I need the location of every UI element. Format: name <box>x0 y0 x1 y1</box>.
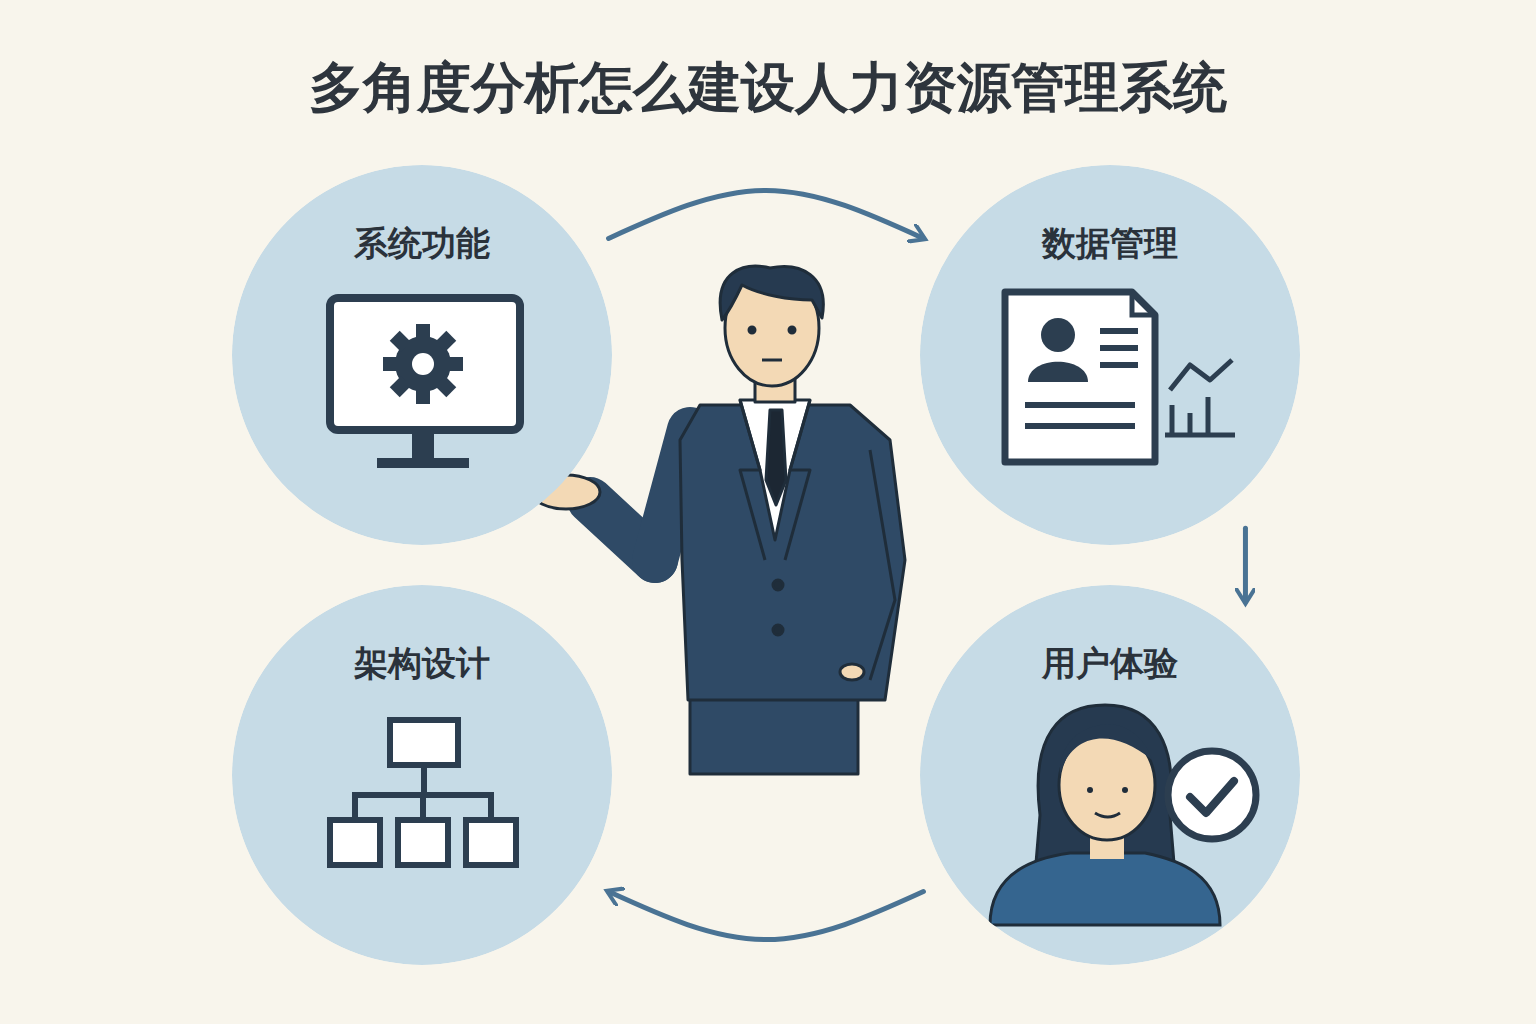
topic-circle: 架构设计 <box>232 585 612 965</box>
user-check-icon <box>920 585 1300 965</box>
flow-arrow <box>1243 528 1248 601</box>
topic-label: 架构设计 <box>232 641 612 687</box>
eye <box>749 327 755 333</box>
flow-arrow <box>609 190 924 238</box>
topic-circle: 数据管理 <box>920 165 1300 545</box>
topic-circle: 用户体验 <box>920 585 1300 965</box>
org-chart-icon <box>232 585 612 965</box>
topic-label: 用户体验 <box>920 641 1300 687</box>
button <box>773 580 783 590</box>
data-document-icon <box>920 165 1300 545</box>
topic-circle: 系统功能 <box>232 165 612 545</box>
eye <box>789 327 795 333</box>
flow-arrow <box>609 892 924 940</box>
tie <box>766 410 786 505</box>
lapels <box>740 400 810 560</box>
diagram-title: 多角度分析怎么建设人力资源管理系统 <box>0 52 1536 125</box>
mouth <box>762 359 782 362</box>
monitor-gear-icon <box>232 165 612 545</box>
topic-label: 系统功能 <box>232 221 612 267</box>
arm-line <box>870 450 895 680</box>
topic-label: 数据管理 <box>920 221 1300 267</box>
button <box>773 625 783 635</box>
pocket-hand <box>840 664 864 680</box>
circle-fill <box>920 585 1300 965</box>
hair <box>720 266 823 320</box>
circle-fill <box>920 165 1300 545</box>
circle-fill <box>232 585 612 965</box>
circle-fill <box>232 165 612 545</box>
